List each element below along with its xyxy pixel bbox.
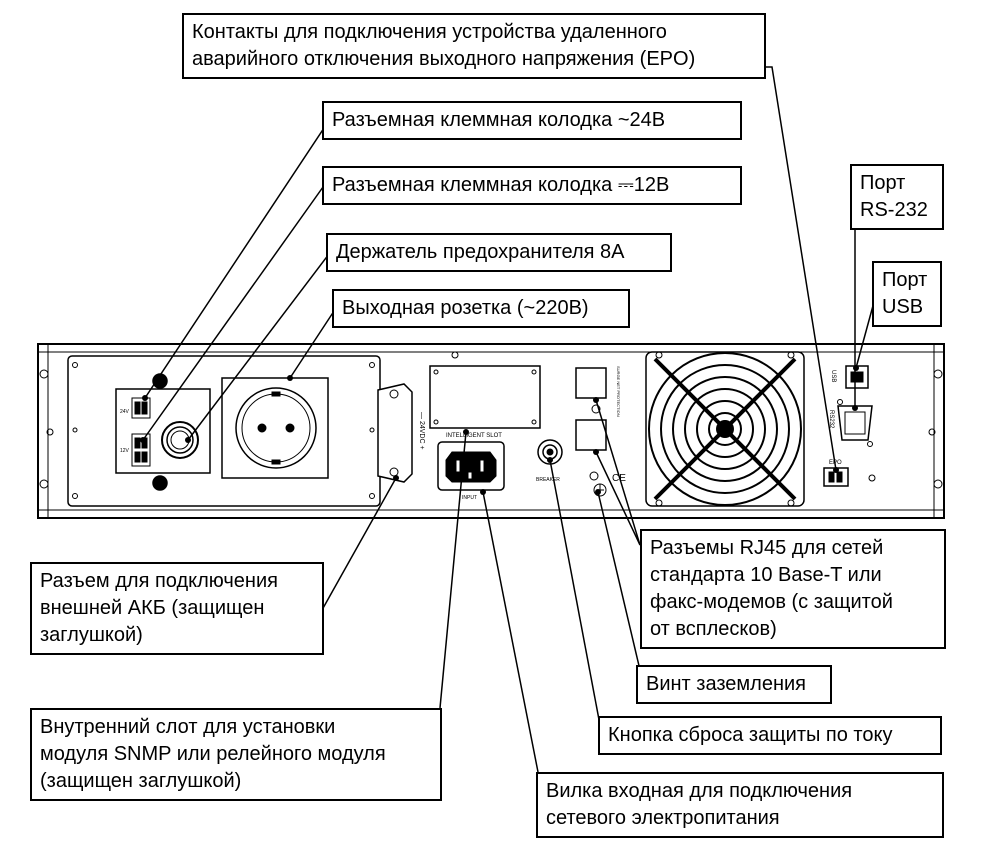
callout-ground-screw-line-1: Винт заземления [646, 673, 806, 695]
rj45-label: SURGE NET PROTECTION [616, 366, 621, 417]
callout-fuse-holder: Держатель предохранителя 8А [326, 233, 672, 272]
leader-rj45-b [595, 451, 641, 546]
battery-voltage-label: — 24VDC + [418, 412, 425, 450]
rj45-ports [575, 367, 607, 481]
callout-rj45: Разъемы RJ45 для сетей стандарта 10 Base… [640, 529, 946, 649]
callout-input-inlet: Вилка входная для подключения сетевого э… [536, 772, 944, 838]
label-24v: 24V [120, 409, 130, 415]
leader-battery [321, 477, 397, 611]
leader-12v [142, 179, 329, 441]
external-battery-connector [377, 383, 413, 483]
callout-terminal-12v-line-1: Разъемная клеммная колодка ⎓12В [332, 174, 670, 196]
intelligent-slot [429, 365, 541, 429]
fan-grille [645, 351, 805, 507]
callout-rj45-line-1: Разъемы RJ45 для сетей [650, 537, 884, 559]
callout-rj45-line-3: факс-модемов (с защитой [650, 591, 893, 613]
callout-rj45-line-4: от всплесков) [650, 618, 777, 640]
callout-epo-line-2: аварийного отключения выходного напряжен… [192, 48, 696, 70]
intelligent-slot-label: INTELLIGENT SLOT [446, 433, 502, 439]
leader-outlet [289, 304, 339, 379]
callout-rs232-line-2: RS-232 [860, 199, 928, 221]
slot-screw [451, 351, 459, 359]
input-label: INPUT [462, 495, 477, 501]
callout-epo: Контакты для подключения устройства удал… [182, 13, 766, 79]
callout-intelligent-slot-line-2: модуля SNMP или релейного модуля [40, 743, 386, 765]
terminal-12v [131, 433, 151, 467]
rear-screw [868, 474, 876, 482]
leader-ground [597, 491, 641, 671]
input-inlet [437, 441, 505, 491]
callout-usb-line-1: Порт [882, 269, 928, 291]
output-socket [221, 377, 329, 479]
callout-breaker-line-1: Кнопка сброса защиты по току [608, 724, 893, 746]
callout-rj45-line-2: стандарта 10 Base-T или [650, 564, 882, 586]
leader-breaker [549, 459, 601, 726]
callout-output-socket: Выходная розетка (~220В) [332, 289, 630, 328]
leader-input [482, 491, 539, 773]
label-12v: 12V [120, 448, 130, 454]
usb-port-label: USB [830, 370, 836, 382]
fan-screws [655, 351, 795, 507]
leader-slot [439, 431, 467, 709]
callout-external-battery: Разъем для подключения внешней АКБ (защи… [30, 562, 324, 655]
callout-terminal-12v: Разъемная клеммная колодка ⎓12В [322, 166, 742, 205]
callout-input-inlet-line-1: Вилка входная для подключения [546, 780, 853, 802]
callout-output-socket-line-1: Выходная розетка (~220В) [342, 297, 589, 319]
callout-external-battery-line-2: внешней АКБ (защищен [40, 597, 265, 619]
callout-breaker: Кнопка сброса защиты по току [598, 716, 942, 755]
leader-rj45-a [595, 399, 641, 546]
callout-terminal-24v-line-1: Разъемная клеммная колодка ~24В [332, 109, 666, 131]
callout-usb-line-2: USB [882, 296, 924, 318]
callout-ground-screw: Винт заземления [636, 665, 832, 704]
leader-dots [140, 365, 859, 495]
callout-epo-line-1: Контакты для подключения устройства удал… [192, 21, 667, 43]
callout-fuse-holder-line-1: Держатель предохранителя 8А [336, 241, 625, 263]
rs232-port-label: RS232 [828, 410, 834, 429]
terminal-24v [131, 397, 151, 419]
rs232-port [837, 399, 873, 447]
leader-lines [142, 66, 881, 773]
breaker-label: BREAKER [536, 477, 560, 483]
callout-rs232: Порт RS-232 [850, 164, 944, 230]
callout-terminal-24v: Разъемная клеммная колодка ~24В [322, 101, 742, 140]
fuse-holder [161, 421, 199, 459]
callout-rs232-line-1: Порт [860, 172, 906, 194]
leader-24v [144, 121, 329, 399]
callout-intelligent-slot: Внутренний слот для установки модуля SNM… [30, 708, 442, 801]
callout-intelligent-slot-line-1: Внутренний слот для установки [40, 716, 336, 738]
callout-usb: Порт USB [872, 261, 942, 327]
leader-fuse [187, 249, 333, 441]
callout-external-battery-line-3: заглушкой) [40, 624, 143, 646]
callout-external-battery-line-1: Разъем для подключения [40, 570, 278, 592]
callout-input-inlet-line-2: сетевого электропитания [546, 807, 780, 829]
callout-intelligent-slot-line-3: (защищен заглушкой) [40, 770, 242, 792]
